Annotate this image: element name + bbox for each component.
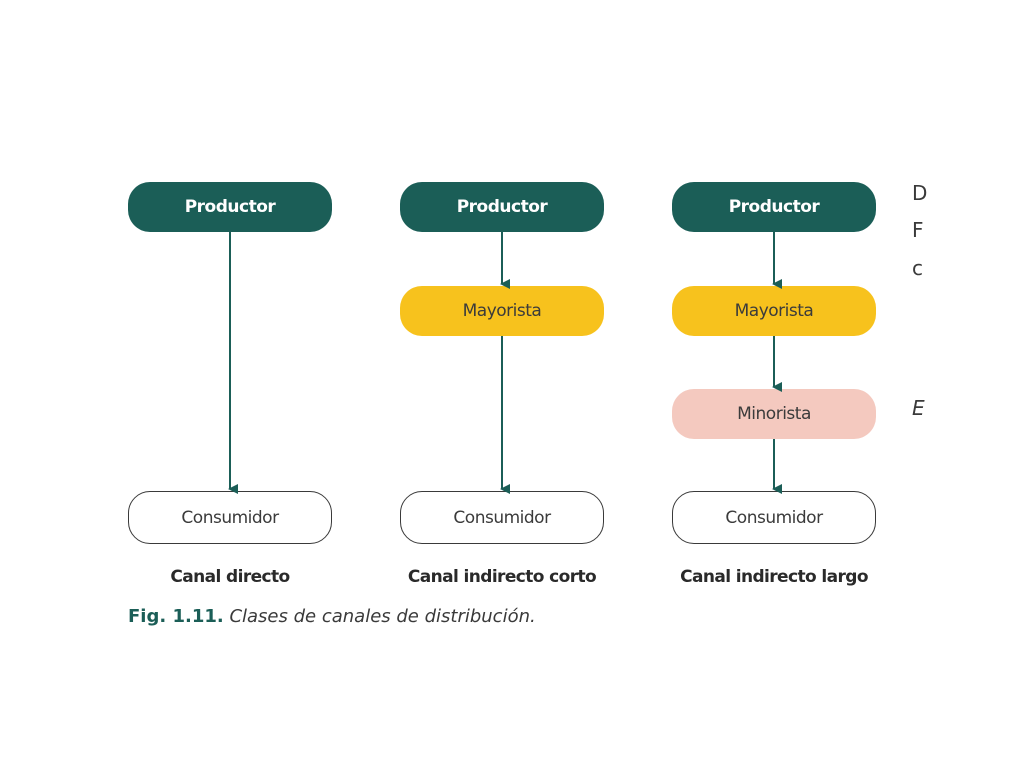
- figure-caption-text: Clases de canales de distribución.: [229, 606, 536, 627]
- cutoff-letter: c: [912, 256, 923, 280]
- channel-1-consumidor-box: Consumidor: [128, 491, 332, 544]
- node-label: Productor: [456, 197, 548, 217]
- cutoff-letter: F: [912, 218, 924, 242]
- channel-1-label: Canal directo: [170, 567, 290, 587]
- figure-number: Fig. 1.11.: [128, 606, 224, 627]
- node-label: Consumidor: [453, 507, 551, 528]
- channel-2-mayorista-box: Mayorista: [400, 286, 604, 336]
- node-label: Mayorista: [734, 301, 814, 321]
- channel-3-label: Canal indirecto largo: [680, 567, 868, 587]
- node-label: Productor: [184, 197, 276, 217]
- figure-caption: Fig. 1.11. Clases de canales de distribu…: [128, 606, 536, 627]
- node-label: Mayorista: [462, 301, 542, 321]
- channel-3-consumidor-box: Consumidor: [672, 491, 876, 544]
- channel-3-productor-box: Productor: [672, 182, 876, 232]
- channel-2-consumidor-box: Consumidor: [400, 491, 604, 544]
- node-label: Consumidor: [181, 507, 279, 528]
- channel-2-productor-box: Productor: [400, 182, 604, 232]
- channel-1-productor-box: Productor: [128, 182, 332, 232]
- cutoff-letter: D: [912, 181, 928, 205]
- channel-3-minorista-box: Minorista: [672, 389, 876, 439]
- node-label: Minorista: [737, 404, 811, 424]
- channel-3-mayorista-box: Mayorista: [672, 286, 876, 336]
- node-label: Consumidor: [725, 507, 823, 528]
- cutoff-letter: E: [912, 396, 925, 420]
- channel-2-label: Canal indirecto corto: [407, 567, 597, 587]
- node-label: Productor: [728, 197, 820, 217]
